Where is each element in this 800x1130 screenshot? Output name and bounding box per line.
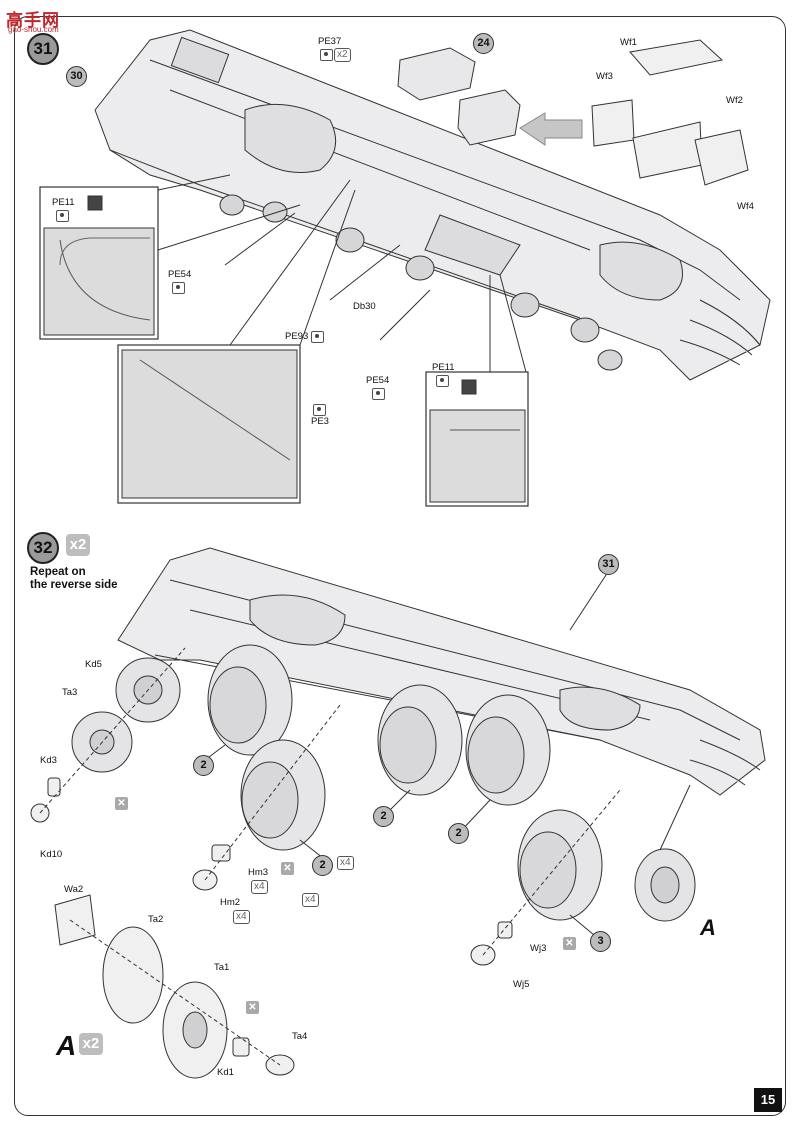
label-ta2: Ta2 — [148, 914, 164, 925]
page-frame — [14, 16, 786, 1116]
page-number: 15 — [754, 1088, 782, 1112]
label-wf4: Wf4 — [737, 201, 754, 212]
cut-icon: ✕ — [246, 1001, 259, 1014]
label-pe11-right: PE11 — [432, 362, 455, 373]
callout-step-2: 2 — [373, 806, 394, 827]
label-pe54-left: PE54 — [168, 269, 192, 280]
callout-step-24: 24 — [473, 33, 494, 54]
cut-icon: ✕ — [563, 937, 576, 950]
cut-icon: ✕ — [281, 862, 294, 875]
pe-icon — [56, 210, 69, 222]
hull-step31 — [94, 29, 771, 381]
qty-badge-wheel: x4 — [337, 856, 354, 870]
label-pe3: PE3 — [311, 416, 329, 427]
label-ta1: Ta1 — [214, 962, 230, 973]
callout-step-2: 2 — [448, 823, 469, 844]
label-wf3: Wf3 — [596, 71, 613, 82]
label-pe54-right: PE54 — [366, 375, 390, 386]
qty-badge-subassembly: x2 — [79, 1033, 103, 1055]
label-pe11-left: PE11 — [52, 197, 75, 208]
subassembly-a-ref: A — [700, 915, 716, 940]
pe-icon — [313, 404, 326, 416]
label-kd10: Kd10 — [40, 849, 63, 860]
label-db30: Db30 — [353, 301, 376, 312]
label-ta4: Ta4 — [292, 1031, 308, 1042]
qty-badge-extra: x4 — [302, 893, 319, 907]
label-kd3: Kd3 — [40, 755, 57, 766]
watermark-url: gao-shou.com — [8, 25, 59, 34]
pe-icon — [372, 388, 385, 400]
label-ta3: Ta3 — [62, 687, 78, 698]
label-kd5: Kd5 — [85, 659, 102, 670]
hull-step32 — [117, 547, 766, 796]
qty-badge-pe37: x2 — [334, 48, 351, 62]
label-pe37: PE37 — [318, 36, 342, 47]
label-wf2: Wf2 — [726, 95, 743, 106]
label-wj5: Wj5 — [513, 979, 530, 990]
cut-icon: ✕ — [115, 797, 128, 810]
callout-step-2: 2 — [193, 755, 214, 776]
label-wf1: Wf1 — [620, 37, 637, 48]
step-number-32: 32 — [27, 532, 59, 564]
callout-step-31: 31 — [598, 554, 619, 575]
pe-icon — [320, 49, 333, 61]
pe-icon — [436, 375, 449, 387]
callout-step-3: 3 — [590, 931, 611, 952]
label-hm3: Hm3 — [248, 867, 269, 878]
note-repeat-line2: the reverse side — [30, 579, 118, 591]
note-repeat-line1: Repeat on — [30, 566, 86, 578]
label-kd1: Kd1 — [217, 1067, 234, 1078]
label-pe93: PE93 — [285, 331, 309, 342]
label-wj3: Wj3 — [530, 943, 547, 954]
qty-badge-step32: x2 — [66, 534, 90, 556]
pe-icon — [311, 331, 324, 343]
pe-icon — [172, 282, 185, 294]
label-wa2: Wa2 — [64, 884, 84, 895]
qty-badge-hm2: x4 — [233, 910, 250, 924]
callout-step-2: 2 — [312, 855, 333, 876]
watermark-logo: 高手网 — [6, 11, 60, 30]
step-number-31: 31 — [27, 33, 59, 65]
callout-step-30: 30 — [66, 66, 87, 87]
qty-badge-hm3: x4 — [251, 880, 268, 894]
label-hm2: Hm2 — [220, 897, 241, 908]
subassembly-a-label: A — [56, 1030, 77, 1061]
